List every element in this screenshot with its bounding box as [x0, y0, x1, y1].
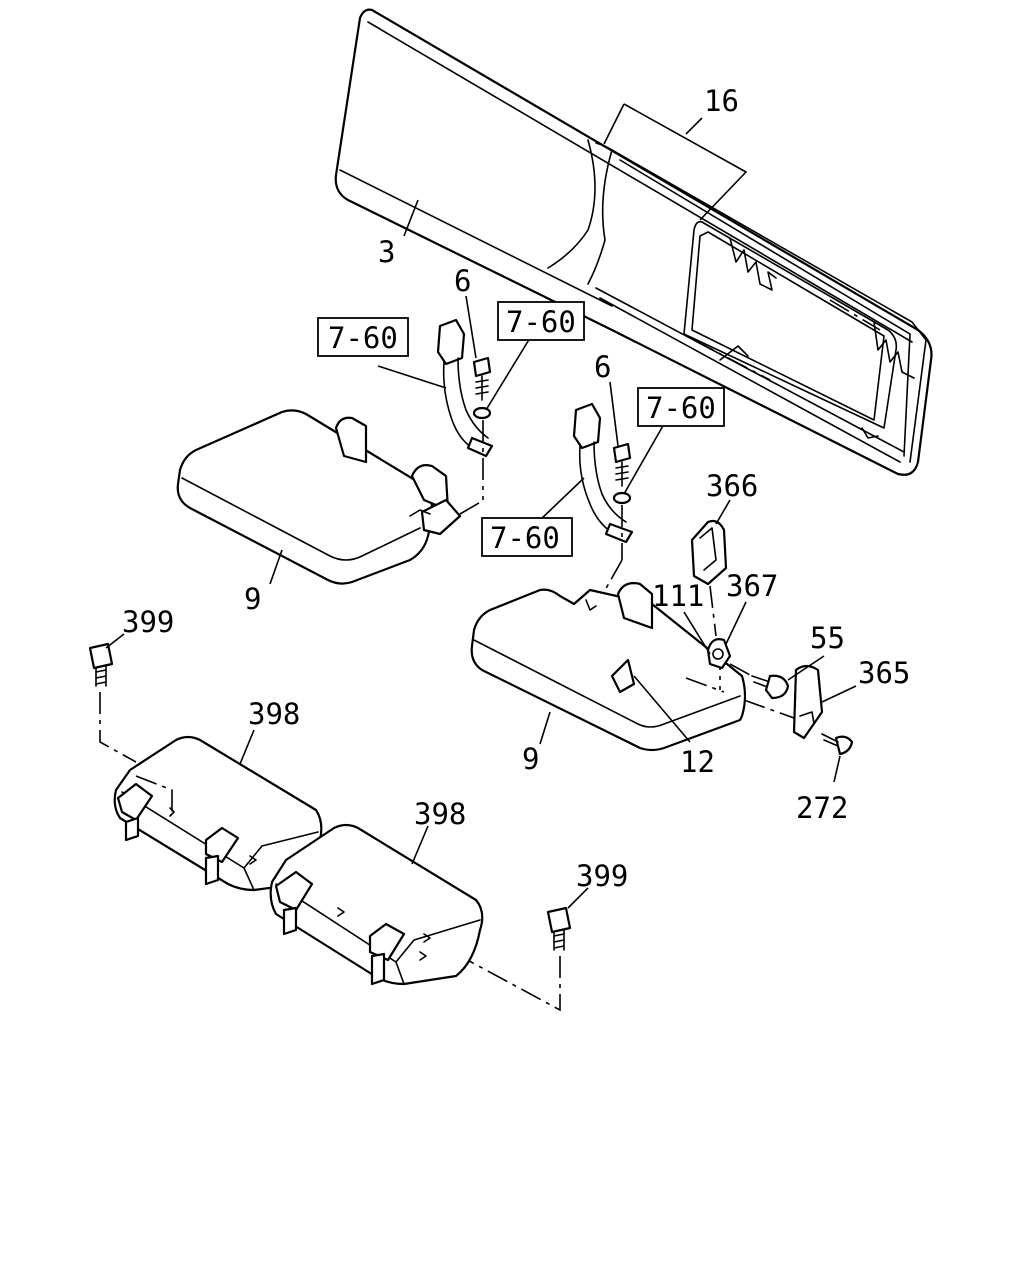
callout-365: 365: [858, 656, 910, 690]
callout-111: 111: [652, 579, 704, 613]
bolt-6-left: [472, 356, 492, 500]
bolt-6-right: [603, 442, 632, 593]
seat-belt-buckle-right: [572, 402, 634, 544]
bolt-55: [729, 663, 790, 700]
seat-belt-buckle-left: [436, 318, 494, 458]
ref-label-1: 7-60: [328, 321, 398, 355]
callout-398-left: 398: [248, 697, 300, 731]
cover-398-right: [269, 823, 484, 986]
bolt-399-right: [459, 906, 572, 1012]
callout-6-left: 6: [454, 264, 471, 298]
callout-367: 367: [726, 569, 778, 603]
callout-3: 3: [378, 235, 395, 269]
ref-box-3: [637, 387, 725, 427]
callout-55: 55: [810, 621, 845, 655]
seat-cushion-left: [176, 409, 485, 585]
callout-366: 366: [706, 469, 758, 503]
screw-272: [821, 733, 854, 756]
callout-6-right: 6: [594, 350, 611, 384]
leader-lines: [105, 103, 857, 909]
ref-box-2: [497, 301, 585, 341]
seat-back: [334, 8, 933, 476]
cover-398-left: [113, 735, 323, 892]
bracket-366: [690, 519, 728, 637]
callout-16: 16: [704, 84, 739, 118]
callout-398-right: 398: [414, 797, 466, 831]
ref-label-2: 7-60: [506, 305, 576, 339]
callout-12: 12: [680, 745, 715, 779]
cover-365: [743, 664, 824, 740]
bracket-367: [706, 638, 732, 670]
ref-box-4: [481, 517, 573, 557]
seat-cushion-right: [470, 582, 747, 752]
callout-9-left: 9: [244, 582, 261, 616]
ref-box-1: [317, 317, 409, 357]
callout-399-right: 399: [576, 859, 628, 893]
callout-9-right: 9: [522, 742, 539, 776]
callout-272: 272: [796, 791, 848, 825]
ref-label-3: 7-60: [646, 391, 716, 425]
ref-label-4: 7-60: [490, 521, 560, 555]
bolt-399-left: [88, 642, 137, 763]
callout-399-left: 399: [122, 605, 174, 639]
